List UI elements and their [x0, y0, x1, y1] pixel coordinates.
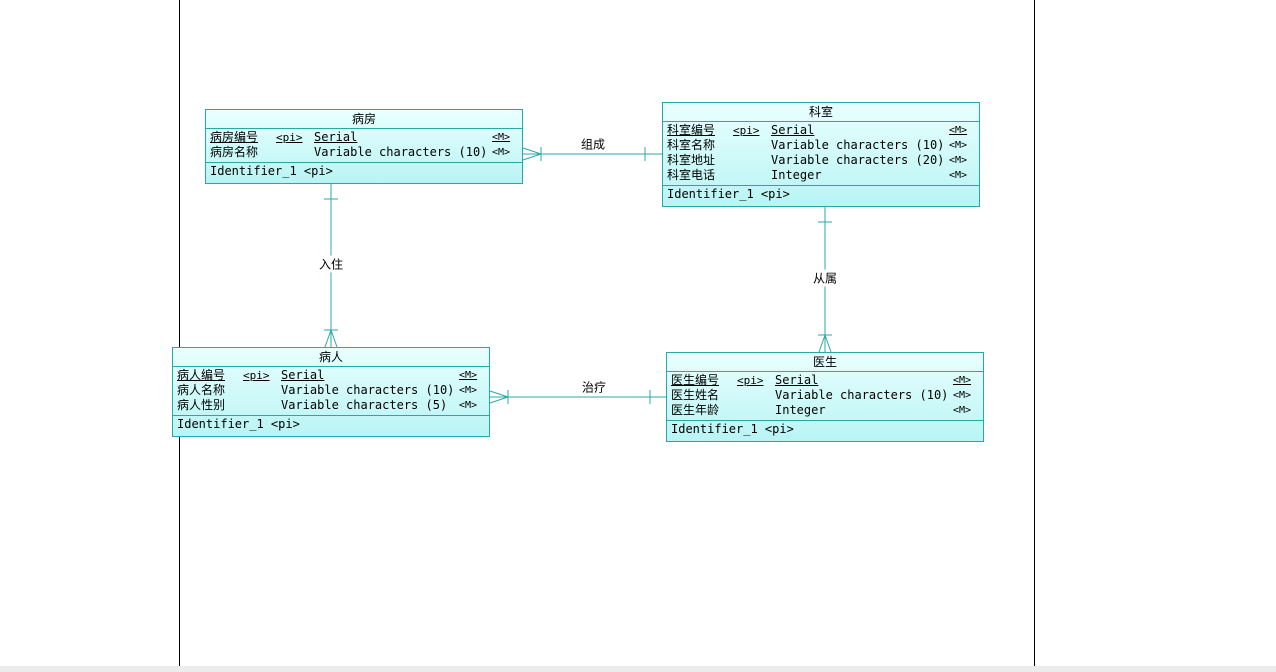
relationship-label-reside[interactable]: 入住 — [317, 255, 345, 273]
attribute-name: 医生编号 — [671, 373, 720, 387]
attribute-type: Variable characters (10) — [314, 145, 488, 159]
attribute-mandatory: <M> — [949, 155, 968, 166]
page-border-left — [179, 0, 180, 666]
attribute-type: Integer — [775, 403, 826, 417]
attribute-name: 科室名称 — [667, 138, 716, 152]
attribute-name: 病房编号 — [210, 130, 259, 144]
attribute-row[interactable]: 医生姓名 Variable characters (10) <M> — [671, 388, 979, 403]
attribute-type: Serial — [281, 368, 325, 382]
entity-identifier[interactable]: Identifier_1 <pi> — [671, 422, 794, 436]
entity-identifier[interactable]: Identifier_1 <pi> — [177, 417, 300, 431]
attribute-row[interactable]: 病人编号 <pi> Serial <M> — [177, 368, 485, 383]
entity-department[interactable]: 科室 科室编号 <pi> Serial <M> 科室名称 Variable ch… — [662, 102, 980, 207]
attribute-mandatory: <M> — [949, 140, 968, 151]
attribute-type: Variable characters (10) — [281, 383, 455, 397]
attribute-name: 病人性别 — [177, 398, 226, 412]
attribute-mandatory: <M> — [953, 405, 972, 416]
attribute-mandatory: <M> — [949, 170, 968, 181]
attribute-list: 病房编号 <pi> Serial <M> 病房名称 Variable chara… — [206, 129, 522, 163]
attribute-mandatory: <M> — [492, 132, 511, 143]
attribute-name: 科室地址 — [667, 153, 716, 167]
link-compose-crow-a — [522, 147, 542, 155]
attribute-name: 病房名称 — [210, 145, 259, 159]
attribute-type: Serial — [771, 123, 815, 137]
attribute-pi: <pi> — [276, 131, 303, 144]
link-belong-crow-a — [818, 334, 826, 353]
entity-title: 医生 — [667, 353, 983, 372]
attribute-name: 病人编号 — [177, 368, 226, 382]
attribute-row[interactable]: 病房名称 Variable characters (10) <M> — [210, 145, 518, 160]
attribute-mandatory: <M> — [459, 385, 478, 396]
entity-patient[interactable]: 病人 病人编号 <pi> Serial <M> 病人名称 Variable ch… — [172, 347, 490, 437]
attribute-row[interactable]: 病房编号 <pi> Serial <M> — [210, 130, 518, 145]
link-reside-crow-a — [324, 329, 332, 348]
attribute-name: 医生年龄 — [671, 403, 720, 417]
attribute-mandatory: <M> — [459, 370, 478, 381]
relationship-label-treat[interactable]: 治疗 — [580, 378, 608, 396]
attribute-pi: <pi> — [737, 374, 764, 387]
attribute-row[interactable]: 科室名称 Variable characters (10) <M> — [667, 138, 975, 153]
attribute-mandatory: <M> — [953, 390, 972, 401]
attribute-name: 科室编号 — [667, 123, 716, 137]
attribute-mandatory: <M> — [949, 125, 968, 136]
attribute-list: 科室编号 <pi> Serial <M> 科室名称 Variable chara… — [663, 122, 979, 186]
entity-title: 病人 — [173, 348, 489, 367]
attribute-pi: <pi> — [243, 369, 270, 382]
entity-title: 病房 — [206, 110, 522, 129]
entity-doctor[interactable]: 医生 医生编号 <pi> Serial <M> 医生姓名 Variable ch… — [666, 352, 984, 442]
attribute-mandatory: <M> — [953, 375, 972, 386]
attribute-row[interactable]: 科室电话 Integer <M> — [667, 168, 975, 183]
attribute-row[interactable]: 病人名称 Variable characters (10) <M> — [177, 383, 485, 398]
link-treat-crow-b — [489, 396, 509, 404]
horizontal-scrollbar-track[interactable] — [0, 666, 1276, 672]
attribute-type: Serial — [775, 373, 819, 387]
attribute-row[interactable]: 医生年龄 Integer <M> — [671, 403, 979, 418]
attribute-row[interactable]: 科室编号 <pi> Serial <M> — [667, 123, 975, 138]
attribute-type: Variable characters (10) — [775, 388, 949, 402]
link-reside-crow-b — [330, 329, 338, 348]
page-border-right — [1034, 0, 1035, 666]
link-belong-crow-b — [824, 334, 832, 353]
attribute-mandatory: <M> — [492, 147, 511, 158]
entity-ward[interactable]: 病房 病房编号 <pi> Serial <M> 病房名称 Variable ch… — [205, 109, 523, 184]
link-compose-crow-b — [522, 153, 542, 161]
attribute-name: 医生姓名 — [671, 388, 720, 402]
attribute-type: Variable characters (20) — [771, 153, 945, 167]
entity-title: 科室 — [663, 103, 979, 122]
attribute-type: Serial — [314, 130, 358, 144]
attribute-row[interactable]: 病人性别 Variable characters (5) <M> — [177, 398, 485, 413]
attribute-name: 病人名称 — [177, 383, 226, 397]
relationship-label-compose[interactable]: 组成 — [579, 135, 607, 153]
attribute-mandatory: <M> — [459, 400, 478, 411]
attribute-row[interactable]: 医生编号 <pi> Serial <M> — [671, 373, 979, 388]
attribute-type: Integer — [771, 168, 822, 182]
attribute-pi: <pi> — [733, 124, 760, 137]
attribute-list: 医生编号 <pi> Serial <M> 医生姓名 Variable chara… — [667, 372, 983, 421]
relationship-label-belong[interactable]: 从属 — [811, 269, 839, 287]
attribute-row[interactable]: 科室地址 Variable characters (20) <M> — [667, 153, 975, 168]
attribute-list: 病人编号 <pi> Serial <M> 病人名称 Variable chara… — [173, 367, 489, 416]
link-treat-crow-a — [489, 390, 509, 398]
entity-identifier[interactable]: Identifier_1 <pi> — [210, 164, 333, 178]
attribute-name: 科室电话 — [667, 168, 716, 182]
attribute-type: Variable characters (5) — [281, 398, 448, 412]
entity-identifier[interactable]: Identifier_1 <pi> — [667, 187, 790, 201]
attribute-type: Variable characters (10) — [771, 138, 945, 152]
